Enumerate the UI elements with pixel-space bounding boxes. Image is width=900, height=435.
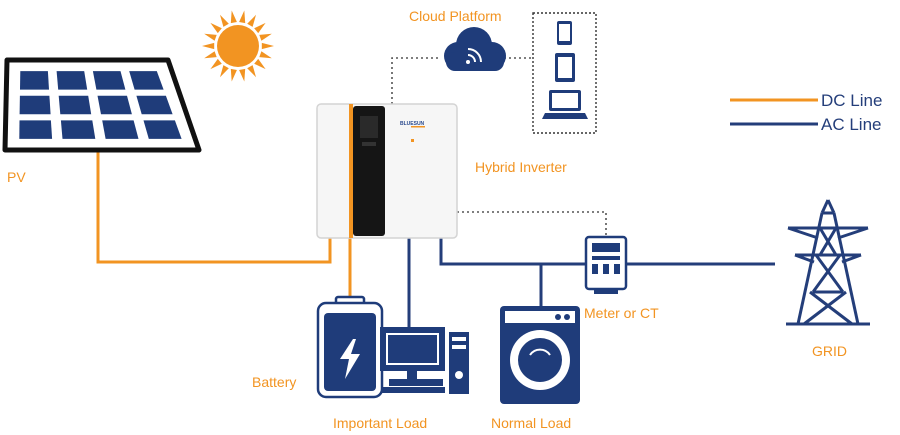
sun-ray [261,42,274,50]
sun-ray [230,68,237,82]
data-links [391,57,607,238]
solar-cell [19,95,51,115]
pv-label: PV [7,169,26,185]
sun-ray [220,65,229,78]
inverter-cloud-link [391,57,440,104]
sun-ray [259,51,272,59]
solar-cell [97,95,132,115]
solar-cell [129,71,164,90]
important-load-label: Important Load [333,415,427,431]
normal-load-label: Normal Load [491,415,571,431]
sun-ray [247,65,256,78]
solar-cell [136,95,173,115]
ac-lines [407,236,775,328]
meter-label: Meter or CT [584,305,659,321]
pv-dc-line [96,150,332,264]
sun-ray [210,58,222,70]
cloud-platform-label: Cloud Platform [409,8,502,24]
sun-ray [204,51,217,59]
sun-ray [239,68,246,82]
solar-cell [20,71,49,90]
sun-ray [230,10,237,24]
grid-label: GRID [812,343,847,359]
sun-ray [220,14,229,27]
solar-cell [58,95,92,115]
solar-cell [92,71,126,90]
legend-ac-label: AC Line [821,115,881,134]
inverter-brand-logo: BLUESUN [400,121,425,127]
solar-panel-icon [2,57,202,153]
transmission-tower-icon [786,199,870,326]
dc-lines [96,150,352,298]
computer-icon [380,327,469,394]
battery-label: Battery [252,374,296,390]
sun-ray [254,58,266,70]
devices-panel [532,12,597,134]
inverter-meter-link [457,211,607,238]
grid-ac-line [439,236,775,266]
sun-ray [202,42,215,50]
sun-ray [204,33,217,41]
solar-cell [19,120,53,139]
solar-cell [60,120,96,139]
legend: DC Line AC Line [730,91,882,134]
battery-icon [316,295,384,399]
cloud-icon [444,27,506,71]
sun-ray [210,22,222,34]
legend-dc-label: DC Line [821,91,882,110]
sun-ray [239,10,246,24]
sun-ray [254,22,266,34]
solar-cell [143,120,182,139]
hybrid-inverter: BLUESUN [316,103,458,239]
solar-cell [102,120,139,139]
sun-icon [202,10,274,82]
sun-ray [259,33,272,41]
sun-ray [247,14,256,27]
meter-icon [584,235,628,294]
laptop-icon [542,90,588,119]
hybrid-inverter-label: Hybrid Inverter [475,159,567,175]
washing-machine-icon [500,306,580,404]
solar-cell [56,71,88,90]
